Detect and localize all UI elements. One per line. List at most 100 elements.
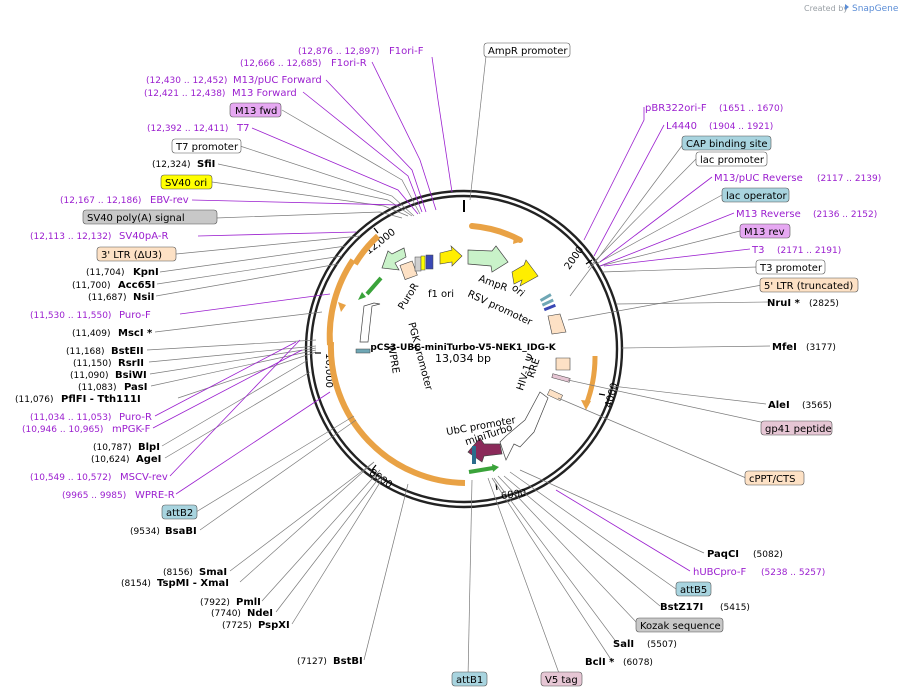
svg-text:(5415): (5415) <box>720 603 750 613</box>
cppt-block <box>547 388 563 402</box>
label-t7-promoter: T7 promoter <box>171 138 242 154</box>
feature-arc-bottom-left-orange <box>327 341 466 486</box>
svg-text:lac operator: lac operator <box>726 191 787 202</box>
svg-text:T3: T3 <box>751 245 764 256</box>
svg-text:RsrII: RsrII <box>118 358 144 369</box>
svg-text:(3565): (3565) <box>802 401 832 411</box>
svg-text:(9534): (9534) <box>130 527 160 537</box>
ltr5-block <box>547 313 567 335</box>
svg-text:KpnI: KpnI <box>133 267 159 278</box>
svg-text:(3177): (3177) <box>806 343 836 353</box>
svg-text:(10,624): (10,624) <box>91 455 130 465</box>
svg-text:BsaBI: BsaBI <box>165 526 197 537</box>
tick-marks <box>315 227 606 491</box>
svg-text:(12,324): (12,324) <box>152 160 191 170</box>
svg-text:(6078): (6078) <box>623 658 653 668</box>
svg-text:(5082): (5082) <box>753 550 783 560</box>
label-puro-r: (11,034 .. 11,053) Puro-R <box>30 412 152 423</box>
label-lac-operator: lac operator <box>721 187 790 203</box>
label-mscv-rev: (10,549 .. 10,572) MSCV-rev <box>30 472 168 483</box>
svg-text:(11,687): (11,687) <box>88 293 127 303</box>
label-alei: AleI (3565) <box>768 400 832 411</box>
svg-text:mPGK-F: mPGK-F <box>112 424 151 435</box>
ori-label: ori <box>509 283 526 300</box>
created-by-label: Created by <box>804 4 848 13</box>
svg-text:(12,167 .. 12,186): (12,167 .. 12,186) <box>60 196 141 206</box>
f1-ori-label: f1 ori <box>428 289 454 300</box>
t7-block <box>425 254 434 270</box>
tick-label-4000: 4000 <box>603 382 620 409</box>
svg-text:(1651 .. 1670): (1651 .. 1670) <box>719 104 783 114</box>
label-paqci: PaqCI (5082) <box>707 549 783 560</box>
svg-text:(11,168): (11,168) <box>66 347 105 357</box>
label-ndei: (7740) NdeI <box>211 608 273 619</box>
svg-text:M13 fwd: M13 fwd <box>235 106 277 117</box>
label-t3: T3 (2171 .. 2191) <box>751 245 841 256</box>
tick-label-6000: 6000 <box>500 488 527 502</box>
label-wpre-r: (9965 .. 9985) WPRE-R <box>62 490 175 501</box>
label-pbr322ori-f: pBR322ori-F (1651 .. 1670) <box>645 103 783 114</box>
label-bsteii: (11,168) BstEII <box>66 346 144 357</box>
label-attb5: attB5 <box>675 581 712 597</box>
label-nrui: NruI * (2825) <box>767 298 839 309</box>
label-m13-puc-reverse: M13/pUC Reverse (2117 .. 2139) <box>714 173 881 184</box>
svg-text:(11,700): (11,700) <box>72 281 111 291</box>
svg-text:(11,076): (11,076) <box>15 395 54 405</box>
label-bstz17i: BstZ17I (5415) <box>660 602 750 613</box>
label-kpni: (11,704) KpnI <box>86 267 159 278</box>
svg-text:NsiI: NsiI <box>133 292 154 303</box>
svg-text:attB5: attB5 <box>680 585 707 596</box>
label-agei: (10,624) AgeI <box>91 454 161 465</box>
svg-text:NruI *: NruI * <box>767 298 801 309</box>
tick-label-2000: 2000 <box>563 245 587 272</box>
label-bstbi: (7127) BstBI <box>297 656 363 667</box>
label-smai: (8156) SmaI <box>163 567 227 578</box>
feature-arc-left-orange <box>326 258 356 346</box>
wpre-label: WPRE <box>385 344 401 375</box>
svg-text:(11,409): (11,409) <box>72 329 111 339</box>
arrowhead <box>338 302 346 312</box>
label-blpi: (10,787) BlpI <box>93 442 160 453</box>
svg-text:(7127): (7127) <box>297 657 327 667</box>
svg-text:(10,549 .. 10,572): (10,549 .. 10,572) <box>30 473 111 483</box>
svg-text:3' LTR (ΔU3): 3' LTR (ΔU3) <box>101 250 162 261</box>
svg-text:SmaI: SmaI <box>199 567 227 578</box>
svg-text:M13 Forward: M13 Forward <box>232 88 297 99</box>
puror-arrow <box>381 247 407 271</box>
svg-text:T7: T7 <box>236 123 249 134</box>
svg-text:SV40 poly(A) signal: SV40 poly(A) signal <box>87 213 185 224</box>
svg-text:M13 rev: M13 rev <box>744 227 785 238</box>
backbone-outer-circle <box>304 189 624 509</box>
svg-text:(12,392 .. 12,411): (12,392 .. 12,411) <box>147 124 228 134</box>
ltr3-block <box>399 260 418 280</box>
svg-text:SV40pA-R: SV40pA-R <box>119 231 168 242</box>
label-m13-reverse: M13 Reverse (2136 .. 2152) <box>736 209 877 220</box>
label-pflfi: (11,076) PflFI - Tth111I <box>15 394 141 405</box>
green-arc-upper <box>365 276 383 296</box>
label-m13-puc-forward: (12,430 .. 12,452) M13/pUC Forward <box>146 75 322 86</box>
svg-text:(11,530 .. 11,550): (11,530 .. 11,550) <box>30 311 111 321</box>
label-5-ltr: 5' LTR (truncated) <box>759 277 859 293</box>
svg-text:(11,704): (11,704) <box>86 268 125 278</box>
label-v5-tag: V5 tag <box>540 671 583 687</box>
svg-text:(12,876 .. 12,897): (12,876 .. 12,897) <box>298 47 379 57</box>
svg-text:BclI *: BclI * <box>585 657 615 668</box>
svg-text:(10,946 .. 10,965): (10,946 .. 10,965) <box>22 425 103 435</box>
svg-text:PasI: PasI <box>124 382 147 393</box>
svg-text:(11,150): (11,150) <box>73 359 112 369</box>
svg-text:M13/pUC Forward: M13/pUC Forward <box>233 75 322 86</box>
svg-text:BsiWI: BsiWI <box>115 370 147 381</box>
sv40-ori-block <box>420 255 426 271</box>
svg-text:F1ori-F: F1ori-F <box>389 46 424 57</box>
label-pmli: (7922) PmlI <box>200 597 261 608</box>
svg-text:BlpI: BlpI <box>138 442 160 453</box>
ubc-promoter-arrow <box>499 391 549 461</box>
label-puro-f: (11,530 .. 11,550) Puro-F <box>30 310 151 321</box>
arrowhead <box>581 400 591 410</box>
svg-text:gp41 peptide: gp41 peptide <box>765 424 832 435</box>
snapgene-logo-icon <box>845 4 849 10</box>
label-bcli: BclI * (6078) <box>585 657 653 668</box>
puror-label: PuroR <box>397 281 422 312</box>
arrowhead <box>358 292 366 300</box>
